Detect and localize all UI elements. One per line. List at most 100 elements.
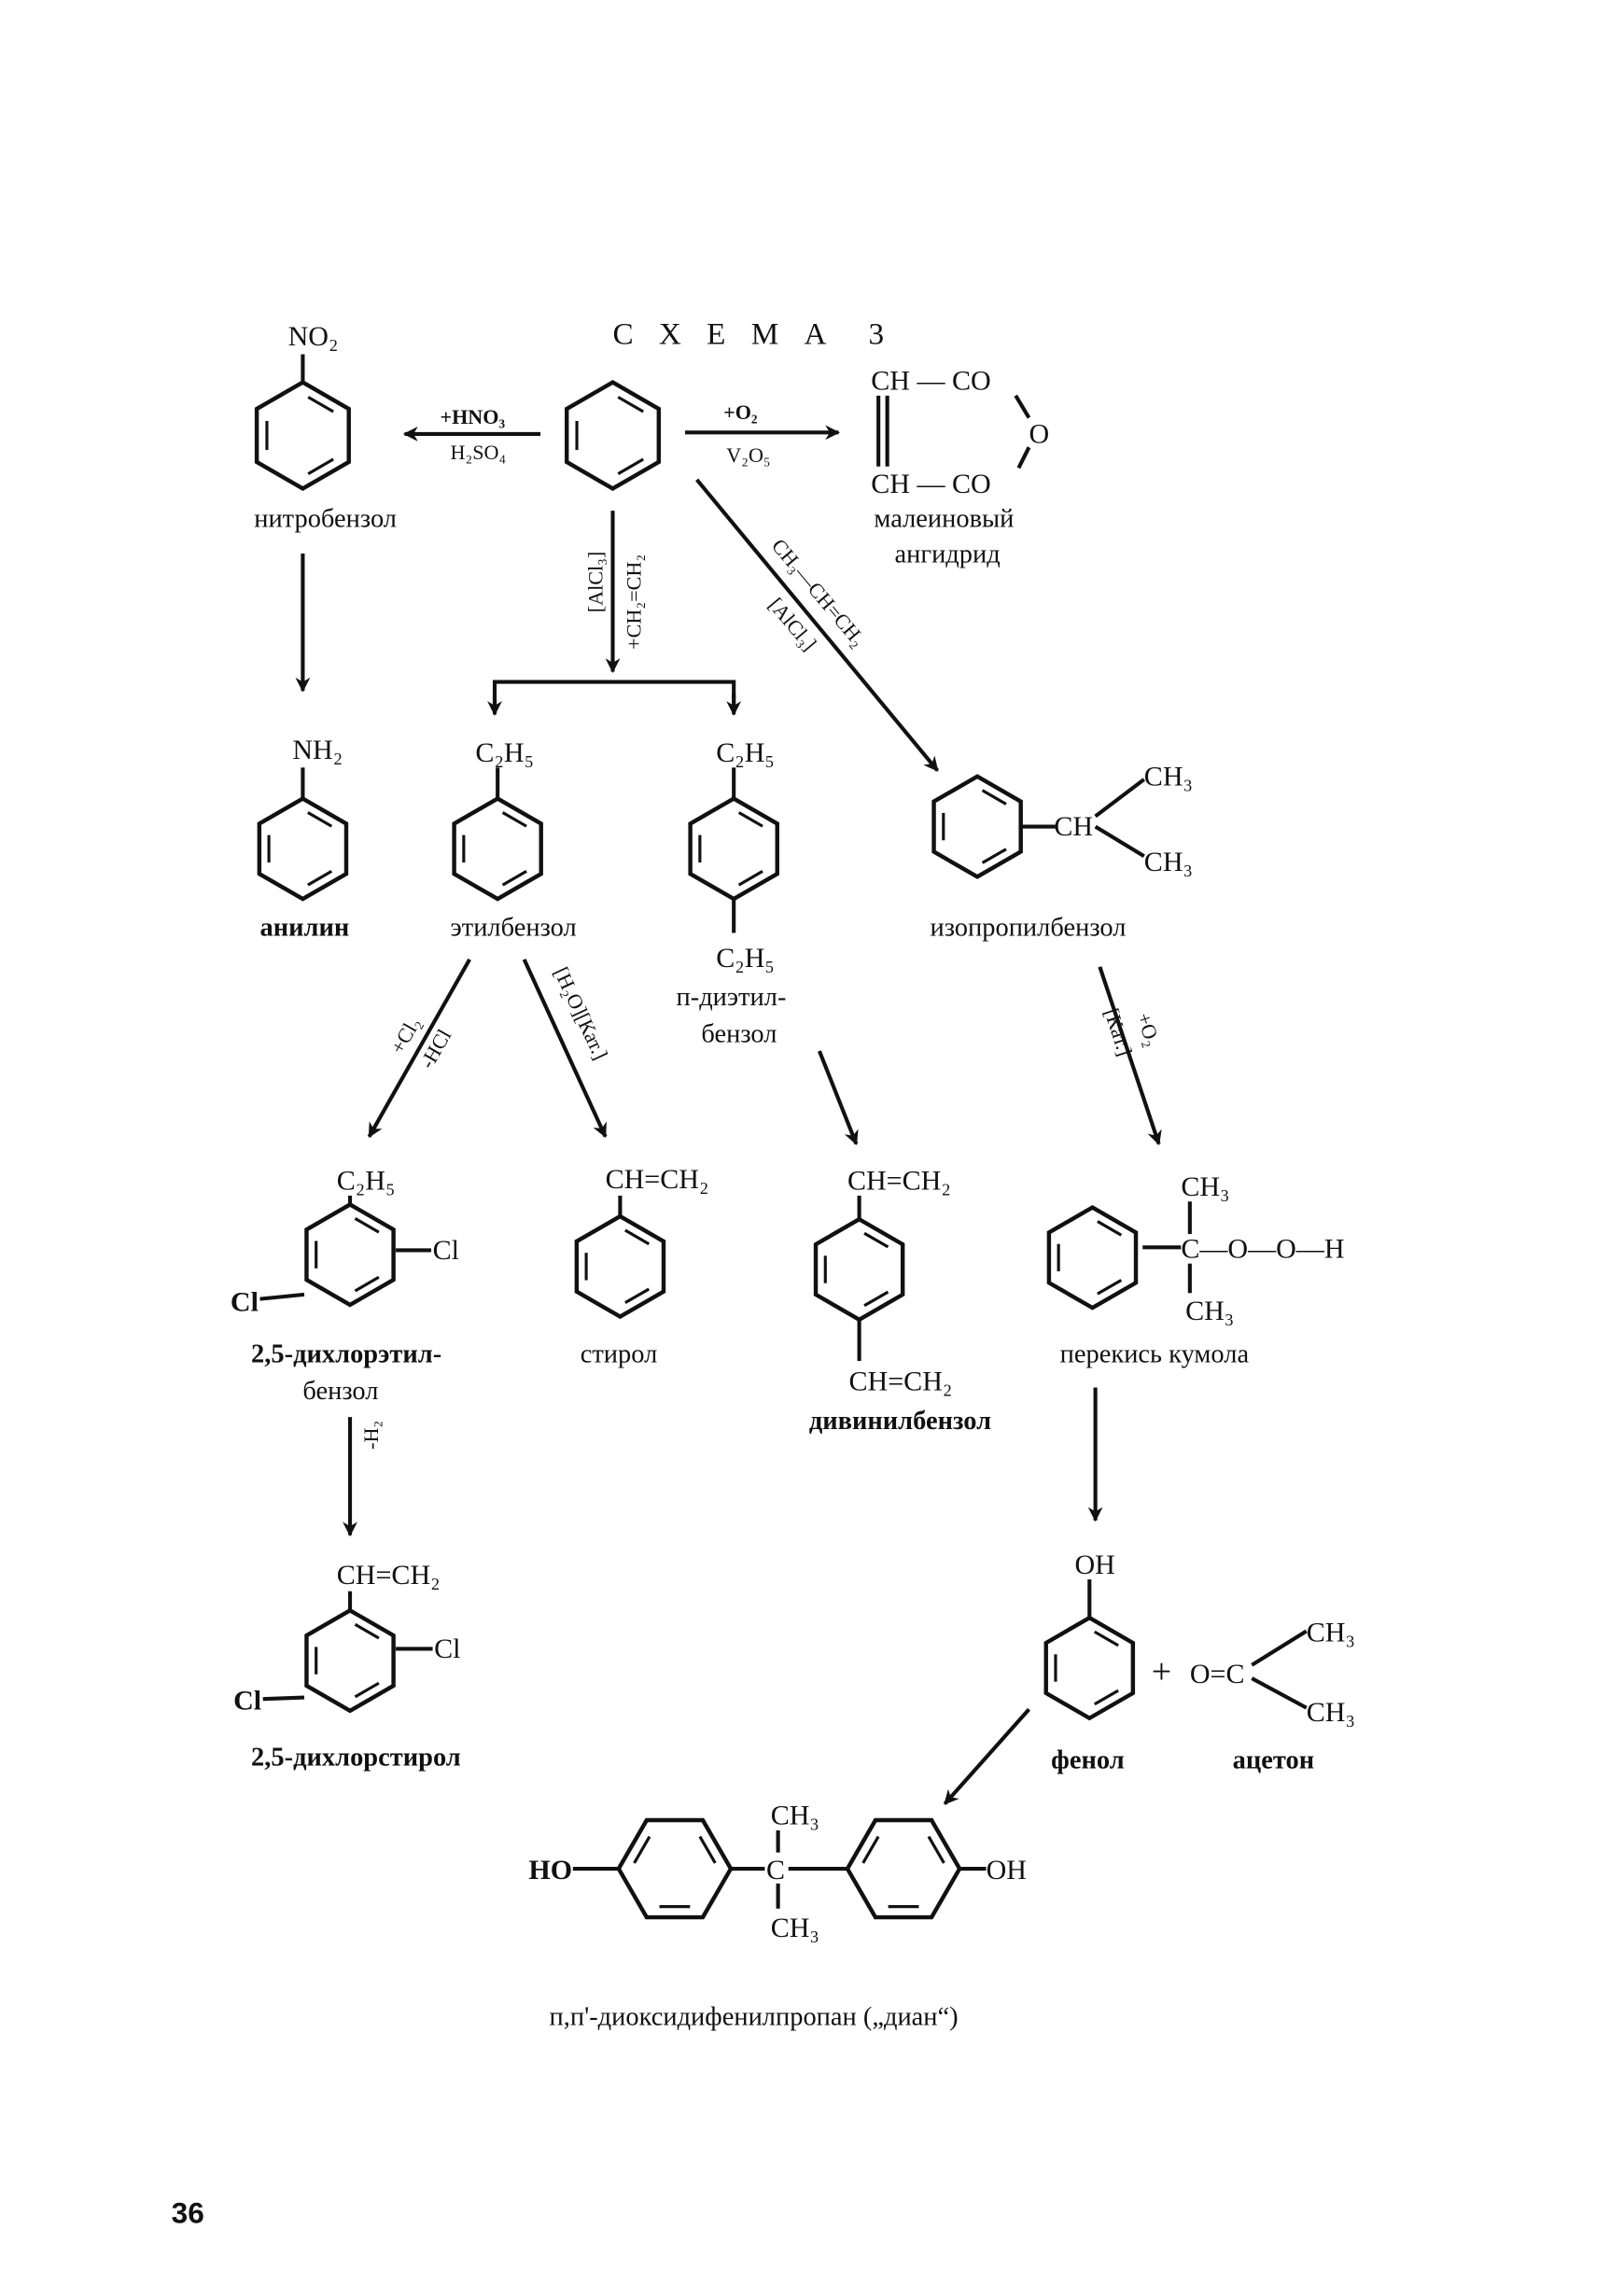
oxidation-cumene-arrow (1098, 966, 1162, 1146)
reagent-ethylene: +CH₂=CH₂ (623, 554, 646, 650)
double-bond (1093, 1630, 1119, 1647)
ch3-group: CH₃ (1181, 1171, 1229, 1202)
benzene-ring (452, 795, 543, 902)
cl-group: Cl (434, 1633, 460, 1664)
label-ethylbenzene: этилбензол (451, 914, 577, 943)
page-number: 36 (172, 2196, 204, 2230)
label-dichlorostyrene: 2,5-дихлорстирол (251, 1743, 461, 1772)
benzene-ring (845, 1817, 962, 1920)
label-styrene: стирол (581, 1340, 658, 1369)
double-bond (698, 1835, 717, 1864)
ch3-group: CH₃ (1144, 847, 1193, 877)
reagent-alcl3: [AlCl₃] (583, 552, 607, 612)
double-bond (981, 789, 1007, 806)
c2h5-group: C₂H₅ (716, 943, 775, 974)
label-diethyl-1: п-диэтил- (677, 983, 787, 1012)
double-bond (633, 1835, 651, 1864)
reagent-propylene: CH₃—CH=CH₂ (767, 534, 871, 651)
bond (1251, 1676, 1308, 1710)
ch-group: CH (1054, 811, 1093, 842)
double-bond (617, 457, 644, 475)
reagent-v2o5: V₂O₅ (726, 443, 770, 467)
ch3-group: CH₃ (771, 1913, 819, 1943)
oc-group: O=C (1190, 1659, 1245, 1689)
nh2-group: NH₂ (292, 735, 343, 765)
double-bond (624, 1228, 651, 1246)
benzene-ring (813, 1216, 905, 1323)
label-maleic-2: ангидрид (895, 540, 1001, 569)
double-bond (307, 870, 333, 887)
c2h5-group: C₂H₅ (337, 1166, 396, 1197)
cl-group: Cl (233, 1685, 261, 1716)
bond (1094, 778, 1146, 819)
ch3-group: CH₃ (771, 1801, 819, 1831)
no2-group: NO₂ (288, 321, 339, 352)
double-bond (354, 1622, 380, 1640)
label-diethyl-2: бензол (701, 1019, 777, 1048)
ch3-group: CH₃ (1185, 1296, 1234, 1326)
divinyl-arrow (817, 1050, 859, 1146)
oh-group: OH (1074, 1549, 1114, 1580)
ch3-group: CH₃ (1307, 1618, 1355, 1648)
double-bond (501, 811, 527, 828)
ho-group: HO (528, 1855, 572, 1885)
double-bond (1093, 1689, 1119, 1706)
c2h5-group: C₂H₅ (716, 737, 775, 768)
bond (1016, 446, 1031, 470)
double-bond (1097, 1220, 1123, 1237)
reagent-hno3: +HNO₃ (440, 405, 505, 428)
double-bond (354, 1275, 380, 1293)
bond (1014, 394, 1031, 419)
label-maleic-1: малеиновый (874, 505, 1014, 534)
propylation-arrow (695, 478, 940, 772)
label-divinylbenzene: дивинилбензол (809, 1407, 991, 1436)
vinyl-group: CH=CH₂ (606, 1164, 709, 1195)
double-bond (307, 457, 334, 475)
benzene-ring (616, 1817, 734, 1920)
vinyl-group: CH=CH₂ (849, 1367, 953, 1397)
double-bond (863, 1290, 889, 1308)
benzene-ring (304, 1607, 396, 1714)
benzene-ring (1046, 1205, 1139, 1311)
label-nitrobenzene: нитробензол (254, 505, 397, 534)
double-bond (354, 1681, 380, 1699)
vinyl-group: CH=CH₂ (847, 1166, 951, 1197)
maleic-o: O (1029, 418, 1049, 449)
cl-group: Cl (433, 1235, 459, 1266)
double-bond (981, 848, 1007, 864)
reagent-h2o-cat: [H₂O][Кат.] (550, 963, 613, 1063)
double-bond (354, 1217, 380, 1234)
maleic-top: CH — CO (871, 365, 990, 396)
double-bond (861, 1835, 880, 1864)
reagent-cat: [Кат.] (1099, 1005, 1137, 1058)
bond (262, 1695, 305, 1702)
benzene-ring (564, 380, 662, 491)
dehydrogenation-arrow (522, 959, 608, 1139)
benzene-ring (1043, 1615, 1136, 1721)
ch3-group: CH₃ (1144, 761, 1193, 792)
scheme-title: С Х Е М А 3 (613, 316, 893, 351)
peroxide-group: C—O—O—H (1181, 1233, 1344, 1264)
benzene-ring (688, 795, 779, 902)
label-dichloroethyl-2: бензол (302, 1377, 378, 1406)
cl-group: Cl (231, 1286, 259, 1317)
benzene-ring (254, 380, 351, 491)
reagent-hcl: -HCl (415, 1025, 456, 1072)
double-bond (737, 870, 763, 887)
double-bond (1097, 1279, 1123, 1296)
c2h5-group: C₂H₅ (475, 737, 534, 768)
label-dian: п,п'-диоксидифенилпропан („диан“) (550, 2003, 959, 2032)
reagent-o2: +O₂ (723, 400, 758, 424)
bond (1094, 824, 1145, 858)
double-bond (307, 396, 334, 414)
double-bond (927, 1835, 945, 1864)
oh-group: OH (987, 1855, 1027, 1885)
benzene-ring (257, 795, 349, 902)
reagent-o2-2: +O₂ (1132, 1010, 1165, 1049)
double-bond (737, 811, 763, 828)
maleic-bottom: CH — CO (871, 469, 990, 499)
bond (259, 1292, 305, 1301)
plus-sign: + (1152, 1652, 1171, 1691)
